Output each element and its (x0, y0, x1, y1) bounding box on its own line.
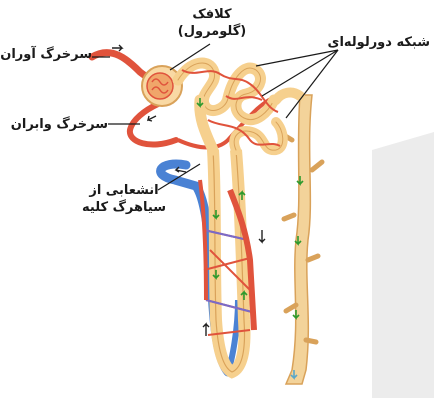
efferent-arteriole-label: سرخرگ وابران (12, 116, 108, 133)
collecting-duct (282, 95, 322, 384)
renal-vein-label-line2: سیاهرگ کلیه (76, 199, 172, 216)
renal-vein-branch (161, 164, 238, 372)
peritubular-network-label: شبکه دورلوله‌ای (322, 34, 430, 51)
glomerulus-label-line2: (گلومرول) (168, 23, 256, 40)
renal-vein-label: انشعابی از سیاهرگ کلیه (76, 182, 172, 216)
afferent-arteriole-label: سرخرگ آوران (6, 46, 92, 63)
convoluted-tubules (178, 63, 300, 150)
glomerulus-label: کلافک (گلومرول) (168, 6, 256, 40)
renal-vein-label-line1: انشعابی از (76, 182, 172, 199)
background-panel (372, 132, 434, 398)
glomerulus-label-line1: کلافک (168, 6, 256, 23)
glomerulus (142, 66, 182, 106)
